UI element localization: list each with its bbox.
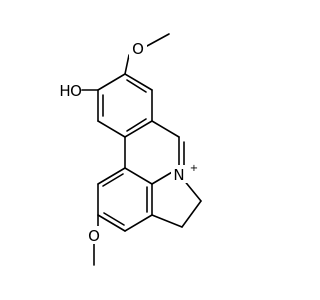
hydroxyl-oxygen: O (70, 82, 82, 100)
bond-a6-a1-inner (126, 79, 147, 93)
bond-c3-c4-inner (103, 212, 125, 226)
atom-label-layer: O H O N + O (59, 38, 198, 245)
positive-charge: + (190, 163, 198, 174)
bond-a6-a1 (124, 73, 153, 91)
bond-ch2-ring (151, 214, 183, 228)
bond-b-c-c (124, 167, 153, 185)
methoxy-top-oxygen: O (132, 40, 144, 58)
bond-ch3-o-top (146, 33, 170, 47)
bond-a3-a4 (97, 120, 126, 138)
molecule-structure: O H O N + O (59, 33, 202, 266)
methoxy-bottom-oxygen: O (88, 227, 100, 245)
bond-o-ring-top (124, 54, 130, 75)
bond-c3-c4 (97, 214, 126, 232)
bond-layer (81, 33, 202, 266)
hydroxyl-hydrogen: H (59, 82, 70, 100)
bond-a1-a2 (97, 73, 126, 91)
bond-ch2-ch2 (181, 200, 202, 228)
bond-b-c-ch (151, 120, 180, 138)
bond-c1-c2-inner (102, 173, 124, 187)
bond-c1-c2 (97, 167, 126, 185)
bond-c4-c5 (124, 214, 153, 232)
label-bg-top-o (129, 38, 147, 58)
bond-a4-a5-inner (126, 118, 147, 132)
bond-a4-a5 (124, 120, 153, 138)
label-bg-nitrogen (171, 165, 188, 183)
nitrogen-atom: N (173, 166, 184, 184)
label-bg-bottom-o (86, 226, 103, 244)
